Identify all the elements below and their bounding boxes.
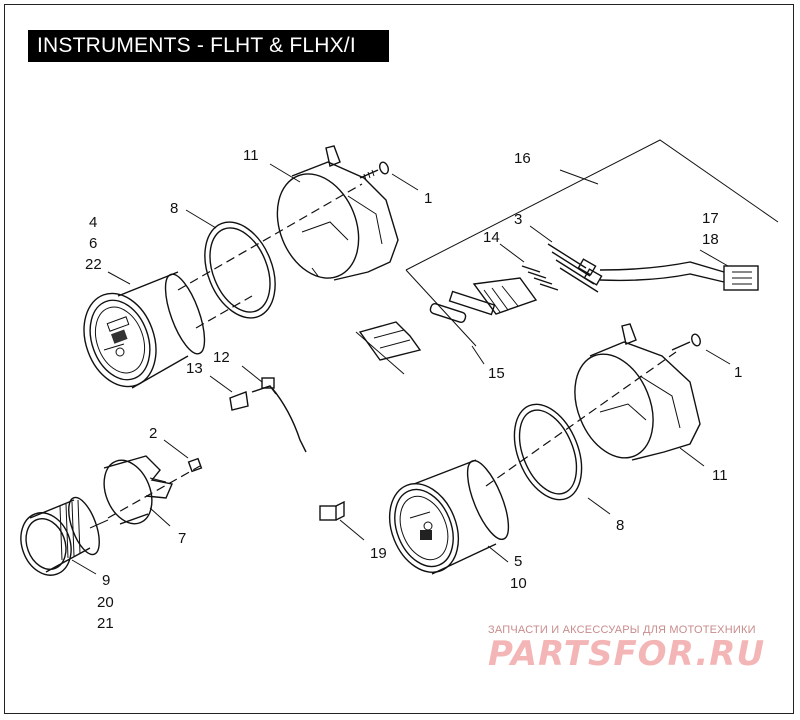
callout-5: 5 [514,553,522,570]
callout-21: 21 [97,615,114,632]
callout-15: 15 [488,365,505,382]
callout-12: 12 [213,349,230,366]
callout-17: 17 [702,210,719,227]
bracket-7 [103,455,173,525]
assembly-axis-lines [107,183,677,519]
callout-1-upper: 1 [424,190,432,207]
callout-11-upper: 11 [243,147,259,164]
callout-2: 2 [149,425,157,442]
callout-14: 14 [483,229,500,246]
housing-11-lower [574,323,701,461]
callout-20: 20 [97,594,114,611]
callout-19: 19 [370,545,387,562]
callout-13: 13 [186,360,203,377]
ring-8-lower [513,403,583,501]
diagram-frame [4,4,794,714]
watermark-logo: PARTSFOR.RU [488,634,766,674]
housing-11-upper [276,145,399,281]
callout-8-lower: 8 [616,517,624,534]
gauge-5-10 [388,459,510,575]
screw-1-upper [359,161,389,181]
callout-22: 22 [85,256,102,273]
callout-11-lower: 11 [712,467,728,484]
ring-8-upper [204,221,276,319]
callout-7: 7 [178,530,186,547]
callout-6: 6 [89,235,97,252]
leader-lines [71,163,731,575]
large-gauge-4-6-22 [83,271,206,389]
callout-1-lower: 1 [734,364,742,381]
connector-19 [319,500,345,521]
watermark-tagline: ЗАПЧАСТИ И АКСЕССУАРЫ ДЛЯ МОТОТЕХНИКИ [488,624,756,636]
callout-8-upper: 8 [170,200,178,217]
diagram-title: INSTRUMENTS - FLHT & FLHX/I [28,30,389,62]
small-gauge-9-20-21 [20,496,109,576]
callout-16: 16 [514,150,531,167]
callout-labels: 1 11 8 4 6 22 16 3 14 17 18 15 1 11 8 5 … [85,147,742,632]
callout-9: 9 [102,572,110,589]
callout-3: 3 [514,211,522,228]
wiring-group-16 [355,139,779,375]
nut-2 [187,457,203,473]
callout-18: 18 [702,231,719,248]
callout-4: 4 [89,214,97,231]
screw-1-lower [671,333,701,351]
bulb-socket-12-13 [229,377,307,453]
callout-10: 10 [510,575,527,592]
